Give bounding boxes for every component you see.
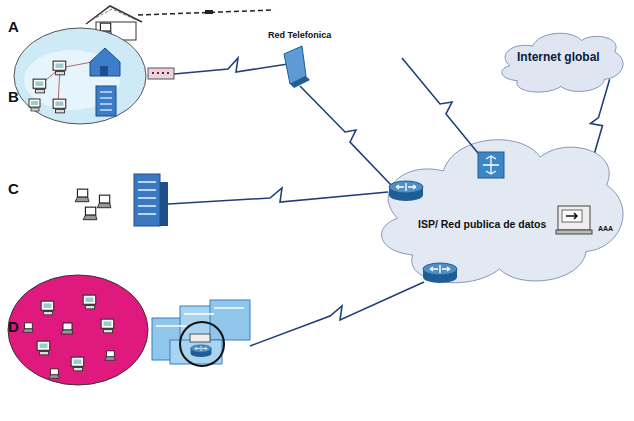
cloud-node: Internet global bbox=[497, 26, 625, 98]
network-label: AAA bbox=[598, 225, 613, 232]
callout-letter: A bbox=[8, 18, 19, 35]
callout-letter: D bbox=[8, 318, 19, 335]
network-label: Red Telefonica bbox=[268, 30, 331, 40]
callout-letter: B bbox=[8, 88, 19, 105]
cloud-label: ISP/ Red publica de datos bbox=[418, 218, 546, 230]
cloud-label: Internet global bbox=[517, 50, 600, 64]
callout-letter: C bbox=[8, 180, 19, 197]
wan-link bbox=[590, 79, 609, 164]
